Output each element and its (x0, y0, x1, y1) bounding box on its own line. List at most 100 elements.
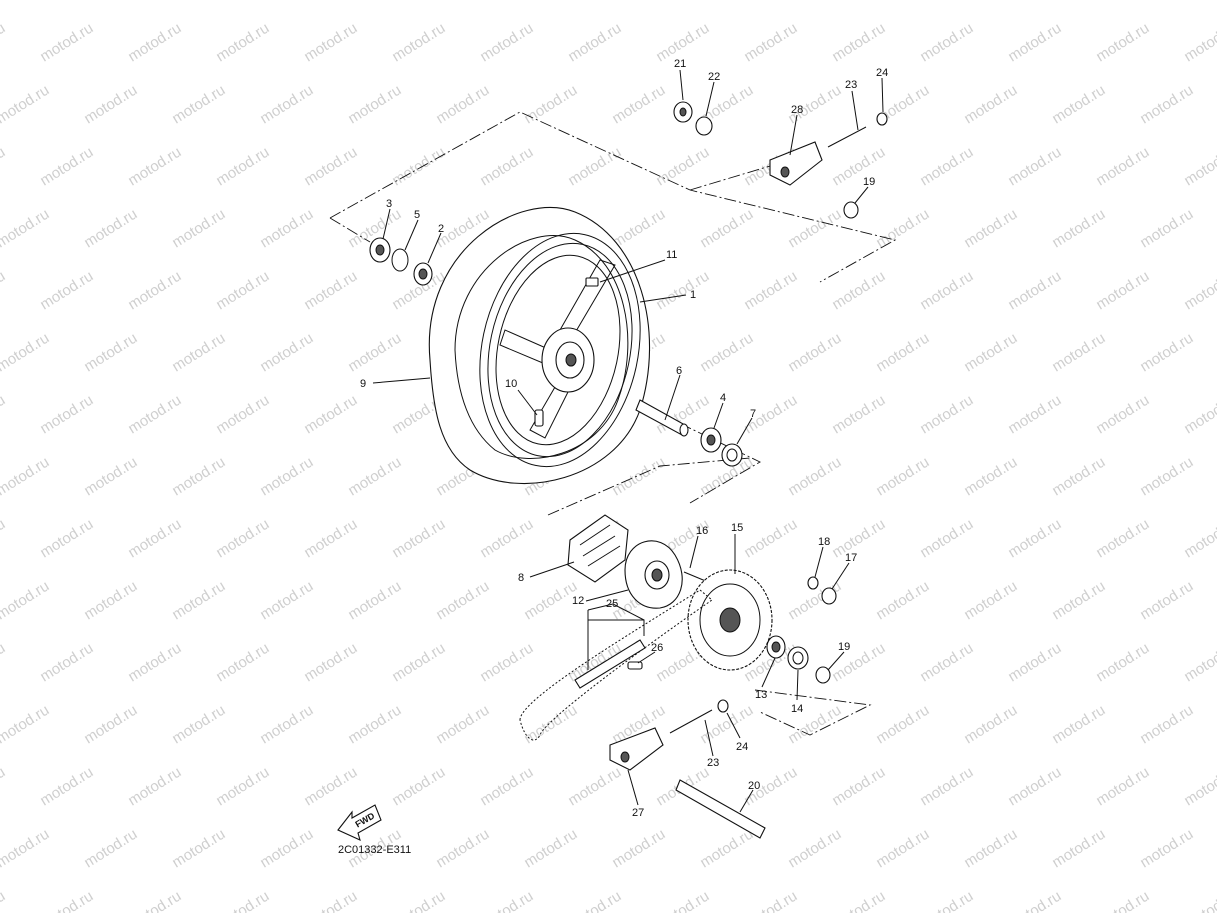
watermark-text: motod.ru (653, 888, 712, 913)
watermark-text: motod.ru (213, 640, 272, 686)
callout-19-lower: 19 (838, 641, 850, 653)
watermark-text: motod.ru (81, 578, 140, 624)
watermark-text: motod.ru (477, 888, 536, 913)
watermark-text: motod.ru (1137, 454, 1196, 500)
callout-20: 20 (748, 780, 760, 792)
bearing-3 (369, 237, 391, 263)
watermark-text: motod.ru (741, 268, 800, 314)
watermark-text: motod.ru (961, 826, 1020, 872)
watermark-text: motod.ru (433, 578, 492, 624)
watermark-text: motod.ru (1049, 702, 1108, 748)
fwd-arrow-icon: FWD (337, 804, 382, 841)
watermark-text: motod.ru (1181, 392, 1217, 438)
watermark-text: motod.ru (917, 20, 976, 66)
watermark-text: motod.ru (37, 268, 96, 314)
callout-24-lower: 24 (736, 741, 748, 753)
watermark-text: motod.ru (1093, 888, 1152, 913)
callout-28: 28 (791, 104, 803, 116)
watermark-text: motod.ru (1049, 330, 1108, 376)
watermark-text: motod.ru (169, 702, 228, 748)
watermark-text: motod.ru (125, 144, 184, 190)
watermark-text: motod.ru (1181, 268, 1217, 314)
watermark-text: motod.ru (1093, 516, 1152, 562)
watermark-text: motod.ru (125, 640, 184, 686)
watermark-text: motod.ru (697, 206, 756, 252)
watermark-text: motod.ru (653, 268, 712, 314)
wheel-hub (541, 327, 595, 393)
watermark-text: motod.ru (257, 454, 316, 500)
watermark-text: motod.ru (1181, 516, 1217, 562)
watermark-text: motod.ru (1181, 20, 1217, 66)
washer-22 (695, 116, 713, 136)
watermark-text: motod.ru (301, 144, 360, 190)
watermark-text: motod.ru (0, 702, 52, 748)
callouts: 3 5 2 1 11 6 4 7 10 9 8 12 16 15 18 17 1… (360, 58, 888, 819)
chain-joint-25 (574, 639, 646, 689)
watermark-text: motod.ru (0, 0, 52, 3)
watermark-text: motod.ru (785, 0, 844, 3)
watermark-text: motod.ru (829, 392, 888, 438)
watermark-text: motod.ru (213, 144, 272, 190)
callout-17: 17 (845, 552, 857, 564)
watermark-text: motod.ru (37, 764, 96, 810)
oil-seal-14 (787, 646, 809, 670)
bearing-13 (766, 635, 786, 659)
watermark-text: motod.ru (829, 144, 888, 190)
callout-18: 18 (818, 536, 830, 548)
watermark-text: motod.ru (741, 888, 800, 913)
watermark-text: motod.ru (961, 578, 1020, 624)
watermark-text: motod.ru (169, 206, 228, 252)
watermark-text: motod.ru (0, 516, 8, 562)
circlip-5 (391, 248, 409, 272)
watermark-text: motod.ru (917, 888, 976, 913)
watermark-text: motod.ru (0, 144, 8, 190)
callout-21: 21 (674, 58, 686, 70)
watermark-text: motod.ru (961, 206, 1020, 252)
watermark-text: motod.ru (213, 20, 272, 66)
watermark-text: motod.ru (257, 330, 316, 376)
callout-14: 14 (791, 703, 803, 715)
watermark-text: motod.ru (917, 640, 976, 686)
watermark-text: motod.ru (213, 268, 272, 314)
watermark-text: motod.ru (785, 206, 844, 252)
watermark-text: motod.ru (741, 20, 800, 66)
callout-10: 10 (505, 378, 517, 390)
wheel-axle-20 (675, 779, 766, 839)
watermark-text: motod.ru (873, 0, 932, 3)
watermark-text: motod.ru (1049, 82, 1108, 128)
watermark-text: motod.ru (697, 826, 756, 872)
watermark-text: motod.ru (125, 516, 184, 562)
watermark-text: motod.ru (213, 888, 272, 913)
watermark-text: motod.ru (1005, 764, 1064, 810)
callout-23-upper: 23 (845, 79, 857, 91)
watermark-text: motod.ru (213, 392, 272, 438)
watermark-text: motod.ru (477, 764, 536, 810)
callout-23-lower: 23 (707, 757, 719, 769)
watermark-text: motod.ru (257, 702, 316, 748)
watermark-text: motod.ru (961, 702, 1020, 748)
watermark-text: motod.ru (1005, 516, 1064, 562)
watermark-text: motod.ru (653, 144, 712, 190)
watermark-text: motod.ru (389, 640, 448, 686)
watermark-text: motod.ru (1093, 144, 1152, 190)
watermark-text: motod.ru (0, 826, 52, 872)
leader-lines (372, 69, 884, 813)
watermark-text: motod.ru (257, 82, 316, 128)
watermark-text: motod.ru (81, 0, 140, 3)
watermark-text: motod.ru (37, 20, 96, 66)
watermark-text: motod.ru (477, 144, 536, 190)
watermark-text: motod.ru (1137, 578, 1196, 624)
watermark-text: motod.ru (1049, 0, 1108, 3)
locknut-24-upper (876, 112, 888, 126)
watermark-text: motod.ru (741, 516, 800, 562)
callout-3: 3 (386, 198, 392, 210)
watermark-text: motod.ru (301, 20, 360, 66)
watermark-text: motod.ru (829, 516, 888, 562)
watermark-text: motod.ru (433, 82, 492, 128)
watermark-text: motod.ru (785, 826, 844, 872)
watermark-text: motod.ru (125, 392, 184, 438)
watermark-text: motod.ru (1181, 764, 1217, 810)
watermark-text: motod.ru (1005, 20, 1064, 66)
adjusting-bolt-23-lower (669, 709, 713, 734)
